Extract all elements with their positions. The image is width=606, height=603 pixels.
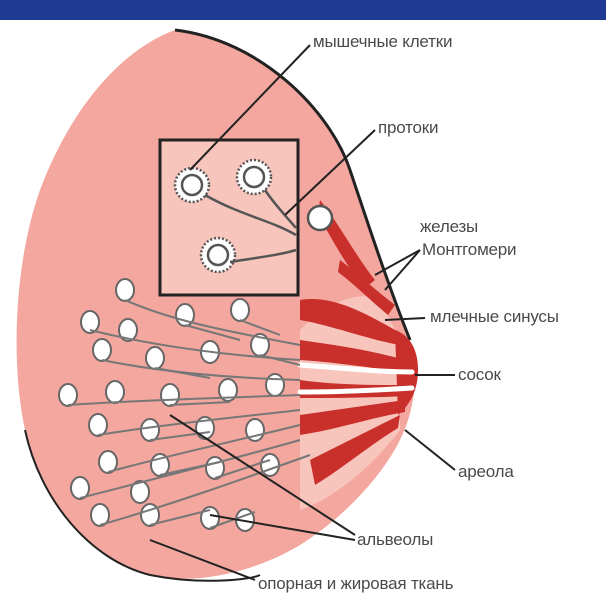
label-muscle-cells: мышечные клетки — [313, 32, 452, 52]
label-glands-line2: Монтгомери — [422, 240, 516, 260]
label-support-tissue: опорная и жировая ткань — [258, 574, 453, 594]
label-milk-sinuses: млечные синусы — [430, 307, 559, 327]
label-ducts: протоки — [378, 118, 438, 138]
lobule-inset-box — [160, 140, 298, 295]
label-glands-line1: железы — [420, 217, 478, 237]
label-nipple: сосок — [458, 365, 501, 385]
label-alveoli: альвеолы — [357, 530, 433, 550]
label-areola: ареола — [458, 462, 514, 482]
